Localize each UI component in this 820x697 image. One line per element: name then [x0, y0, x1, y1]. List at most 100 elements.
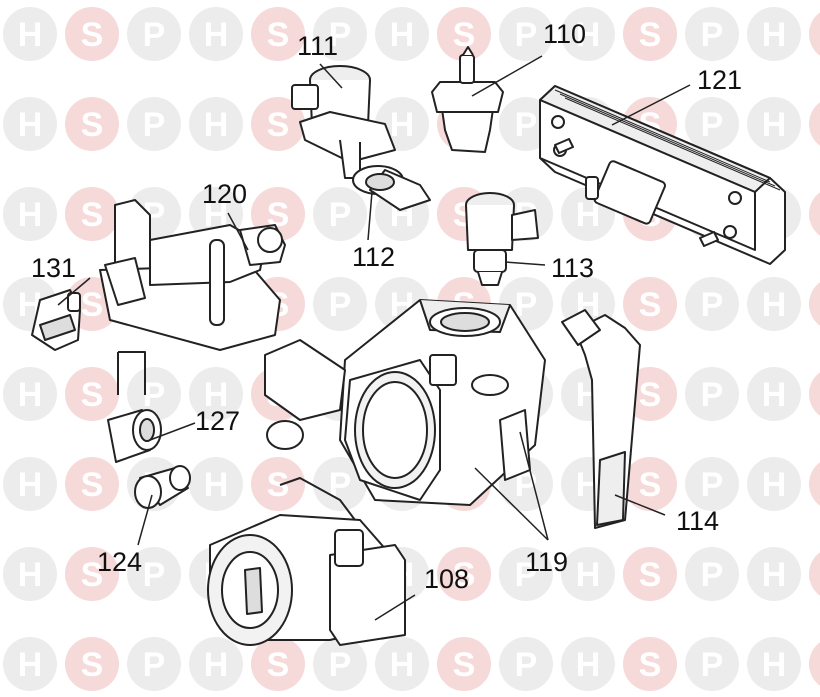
- watermark-disc: S: [623, 457, 677, 511]
- part-label-110: 110: [543, 19, 587, 49]
- watermark-letter: P: [143, 556, 166, 594]
- watermark-disc: P: [127, 367, 181, 421]
- watermark-disc: S: [623, 637, 677, 691]
- watermark-disc: H: [375, 7, 429, 61]
- part-label-112: 112: [352, 242, 396, 272]
- watermark-letter: S: [81, 556, 104, 594]
- watermark-letter: S: [639, 16, 662, 54]
- watermark-disc: P: [127, 97, 181, 151]
- part-label-124: 124: [97, 547, 143, 577]
- watermark-disc: P: [313, 457, 367, 511]
- watermark-letter: S: [267, 16, 290, 54]
- watermark-disc: H: [3, 187, 57, 241]
- part-label-131: 131: [31, 253, 77, 283]
- watermark-disc: H: [747, 97, 801, 151]
- watermark-letter: H: [576, 16, 601, 54]
- watermark-letter: H: [390, 106, 415, 144]
- watermark-disc: S: [623, 547, 677, 601]
- watermark-disc: H: [189, 637, 243, 691]
- watermark-letter: H: [762, 106, 787, 144]
- watermark-letter: H: [18, 646, 43, 684]
- watermark-letter: P: [329, 646, 352, 684]
- watermark-letter: S: [81, 16, 104, 54]
- watermark-disc: H: [189, 457, 243, 511]
- watermark-letter: H: [390, 16, 415, 54]
- watermark-disc: H: [747, 277, 801, 331]
- watermark-disc: S: [809, 642, 820, 686]
- watermark-letter: H: [762, 646, 787, 684]
- watermark-letter: P: [143, 106, 166, 144]
- watermark-letter: P: [701, 16, 724, 54]
- watermark-disc: H: [3, 457, 57, 511]
- watermark-disc: H: [747, 7, 801, 61]
- watermark-disc: P: [127, 547, 181, 601]
- watermark-disc: S: [437, 7, 491, 61]
- watermark-disc: S: [65, 187, 119, 241]
- watermark-letter: H: [762, 466, 787, 504]
- watermark-letter: P: [329, 196, 352, 234]
- watermark-letter: P: [515, 16, 538, 54]
- watermark-disc: S: [251, 97, 305, 151]
- watermark-letter: S: [267, 466, 290, 504]
- watermark-letter: P: [143, 646, 166, 684]
- watermark-letter: S: [267, 106, 290, 144]
- watermark-letter: P: [515, 106, 538, 144]
- watermark-disc: S: [809, 372, 820, 416]
- watermark-disc: S: [809, 12, 820, 56]
- clip-drawing: [352, 165, 431, 211]
- watermark-letter: S: [81, 196, 104, 234]
- watermark-disc: P: [313, 187, 367, 241]
- plate-heat-exchanger-drawing: [539, 85, 786, 265]
- watermark-disc: P: [127, 7, 181, 61]
- watermark-letter: P: [143, 376, 166, 414]
- watermark-letter: P: [329, 466, 352, 504]
- hydraulic-block-drawing: [264, 299, 546, 506]
- watermark-disc: S: [65, 97, 119, 151]
- watermark-letter: S: [81, 646, 104, 684]
- watermark-disc: S: [437, 637, 491, 691]
- watermark-disc: P: [313, 637, 367, 691]
- actuator-drawing: [31, 289, 81, 351]
- part-label-127: 127: [195, 406, 241, 436]
- leader-lines: [57, 55, 691, 621]
- watermark-disc: H: [561, 637, 615, 691]
- watermark-letter: S: [81, 106, 104, 144]
- watermark-disc: H: [3, 637, 57, 691]
- watermark-disc: H: [561, 7, 615, 61]
- watermark-letter: P: [515, 646, 538, 684]
- watermark-letter: H: [18, 466, 43, 504]
- watermark-letter: H: [204, 646, 229, 684]
- watermark-disc: S: [251, 637, 305, 691]
- watermark-letter: P: [701, 556, 724, 594]
- watermark-letter: S: [639, 466, 662, 504]
- watermark-disc: H: [561, 547, 615, 601]
- watermark-disc: P: [499, 637, 553, 691]
- watermark-disc: S: [65, 457, 119, 511]
- watermark-disc: P: [127, 637, 181, 691]
- watermark-disc: S: [65, 547, 119, 601]
- watermark-disc: H: [3, 7, 57, 61]
- watermark-letter: S: [639, 646, 662, 684]
- watermark-letter: S: [81, 466, 104, 504]
- watermark-letter: P: [515, 556, 538, 594]
- watermark-letter: P: [701, 286, 724, 324]
- watermark-disc: H: [375, 637, 429, 691]
- watermark-letter: S: [639, 376, 662, 414]
- watermark-letter: S: [81, 286, 104, 324]
- watermark-letter: P: [143, 16, 166, 54]
- watermark-letter: H: [18, 376, 43, 414]
- watermark-disc: S: [809, 102, 820, 146]
- watermark-disc: P: [499, 7, 553, 61]
- watermark-disc: P: [685, 457, 739, 511]
- watermark-letter: P: [329, 16, 352, 54]
- watermark-letter: H: [204, 466, 229, 504]
- watermark-disc: S: [251, 7, 305, 61]
- part-label-121: 121: [697, 65, 743, 95]
- pressure-sensor-drawing: [291, 65, 396, 179]
- watermark-letter: H: [204, 106, 229, 144]
- part-label-108: 108: [424, 564, 470, 594]
- watermark-letter: S: [453, 16, 476, 54]
- watermark-disc: S: [809, 192, 820, 236]
